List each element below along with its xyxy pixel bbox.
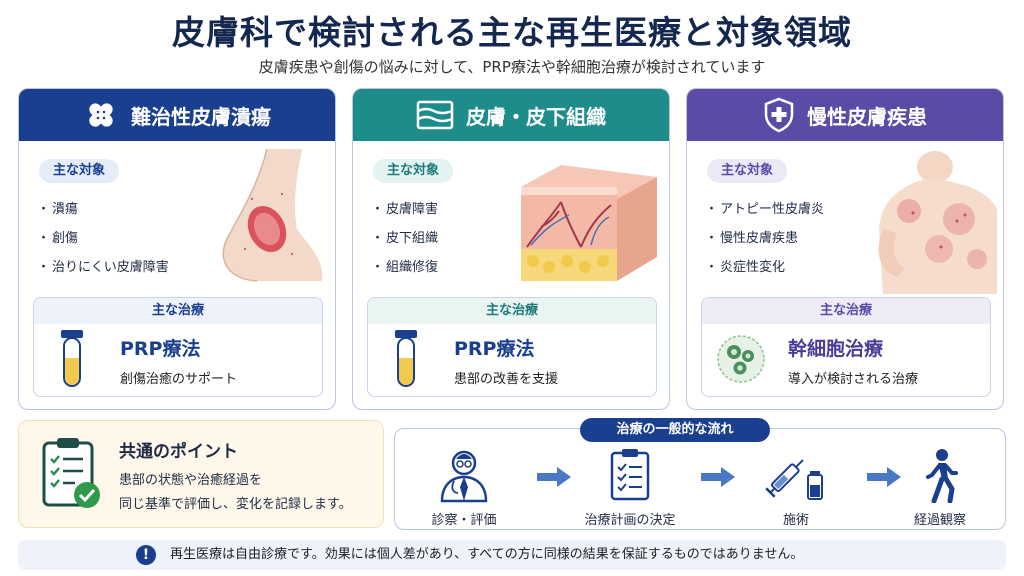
back-rash-illustration [878, 151, 997, 294]
card-heading: 慢性皮膚疾患 [807, 104, 927, 129]
target-list: 皮膚障害 皮下組織 組織修復 [371, 195, 438, 282]
disclaimer-text: 再生医療は自由診療です。効果には個人差があり、すべての方に同様の結果を保証するも… [170, 547, 804, 562]
flow-step-follow-up: 経過観察 [885, 447, 995, 528]
target-list: 潰瘍 創傷 治りにくい皮膚障害 [37, 195, 169, 282]
flow-step-label: 治療計画の決定 [584, 513, 676, 528]
flow-step-label: 経過観察 [913, 513, 966, 528]
shield-plus-icon [764, 97, 794, 133]
list-item: 組織修復 [371, 253, 438, 282]
treatment-name: 幹細胞治療 [788, 338, 884, 360]
list-item: アトピー性皮膚炎 [705, 195, 824, 224]
treatment-label: 主な治療 [702, 298, 990, 324]
syringe-vial-icon [765, 459, 823, 500]
treatment-name: PRP療法 [120, 338, 201, 360]
page-subtitle: 皮膚疾患や創傷の悩みに対して、PRP療法や幹細胞治療が検討されています [258, 58, 766, 76]
list-item: 潰瘍 [37, 195, 169, 224]
flow-title: 治療の一般的な流れ [580, 418, 770, 442]
treatment-label: 主な治療 [368, 298, 656, 324]
arrow-right-icon [701, 467, 735, 487]
arrow-right-icon [867, 467, 901, 487]
card-heading: 皮膚・皮下組織 [466, 104, 606, 129]
checklist-icon [610, 449, 650, 501]
treatment-name: PRP療法 [454, 338, 535, 360]
treatment-flow-box: 診察・評価 治療計画の決定 施術 [394, 428, 1006, 530]
target-list: アトピー性皮膚炎 慢性皮膚疾患 炎症性変化 [705, 195, 824, 282]
treatment-description: 患部の改善を支援 [454, 372, 559, 387]
list-item: 創傷 [37, 224, 169, 253]
skin-layer-icon [416, 100, 454, 130]
card-header: 慢性皮膚疾患 [687, 89, 1003, 141]
treatment-box: 主な治療 PRP療法 創傷治癒のサポート [33, 297, 323, 397]
card-heading: 難治性皮膚潰瘍 [131, 104, 271, 129]
clipboard-check-icon [42, 438, 100, 508]
list-item: 慢性皮膚疾患 [705, 224, 824, 253]
list-item: 炎症性変化 [705, 253, 824, 282]
flow-step-label: 施術 [782, 513, 809, 528]
card-chronic-skin-disease: 慢性皮膚疾患 主な対象 アトピー性皮膚炎 慢性皮膚疾患 炎症性変化 主な治療 幹… [686, 88, 1004, 410]
disclaimer-bar: ! 再生医療は自由診療です。効果には個人差があり、すべての方に同様の結果を保証す… [18, 540, 1006, 570]
common-points-box: 共通のポイント 患部の状態や治癒経過を 同じ基準で評価し、変化を記録します。 [18, 420, 384, 528]
treatment-box: 主な治療 幹細胞治療 導入が検討される治療 [701, 297, 991, 397]
list-item: 皮下組織 [371, 224, 438, 253]
test-tube-icon [395, 330, 417, 387]
treatment-label: 主な治療 [34, 298, 322, 324]
flow-step-consultation: 診察・評価 [409, 447, 519, 528]
treatment-box: 主な治療 PRP療法 患部の改善を支援 [367, 297, 657, 397]
page-title: 皮膚科で検討される主な再生医療と対象領域 [172, 13, 852, 52]
flow-step-label: 診察・評価 [431, 513, 497, 528]
flow-step-plan: 治療計画の決定 [575, 447, 685, 528]
flow-step-procedure: 施術 [741, 447, 851, 528]
bandage-icon [89, 103, 113, 127]
leg-ulcer-illustration [222, 149, 323, 282]
stem-cell-icon [717, 335, 765, 383]
common-points-text: 患部の状態や治癒経過を 同じ基準で評価し、変化を記録します。 [119, 473, 352, 512]
card-header: 難治性皮膚潰瘍 [19, 89, 335, 141]
treatment-description: 創傷治癒のサポート [120, 372, 238, 387]
test-tube-icon [61, 330, 83, 387]
info-exclamation-icon: ! [136, 545, 156, 565]
target-label: 主な対象 [373, 159, 454, 183]
list-item: 皮膚障害 [371, 195, 438, 224]
doctor-icon [440, 450, 488, 503]
card-skin-tissue: 皮膚・皮下組織 主な対象 皮膚障害 皮下組織 組織修復 主な治療 PRP療法 患… [352, 88, 670, 410]
walking-person-icon [926, 449, 958, 504]
target-label: 主な対象 [39, 159, 120, 183]
card-header: 皮膚・皮下組織 [353, 89, 669, 141]
arrow-right-icon [537, 467, 571, 487]
common-points-title: 共通のポイント [119, 442, 238, 462]
card-skin-ulcer: 難治性皮膚潰瘍 主な対象 潰瘍 創傷 治りにくい皮膚障害 主な治療 PRP療法 … [18, 88, 336, 410]
list-item: 治りにくい皮膚障害 [37, 253, 169, 282]
treatment-description: 導入が検討される治療 [788, 372, 919, 387]
target-label: 主な対象 [707, 159, 788, 183]
skin-cross-section-illustration [521, 165, 657, 281]
